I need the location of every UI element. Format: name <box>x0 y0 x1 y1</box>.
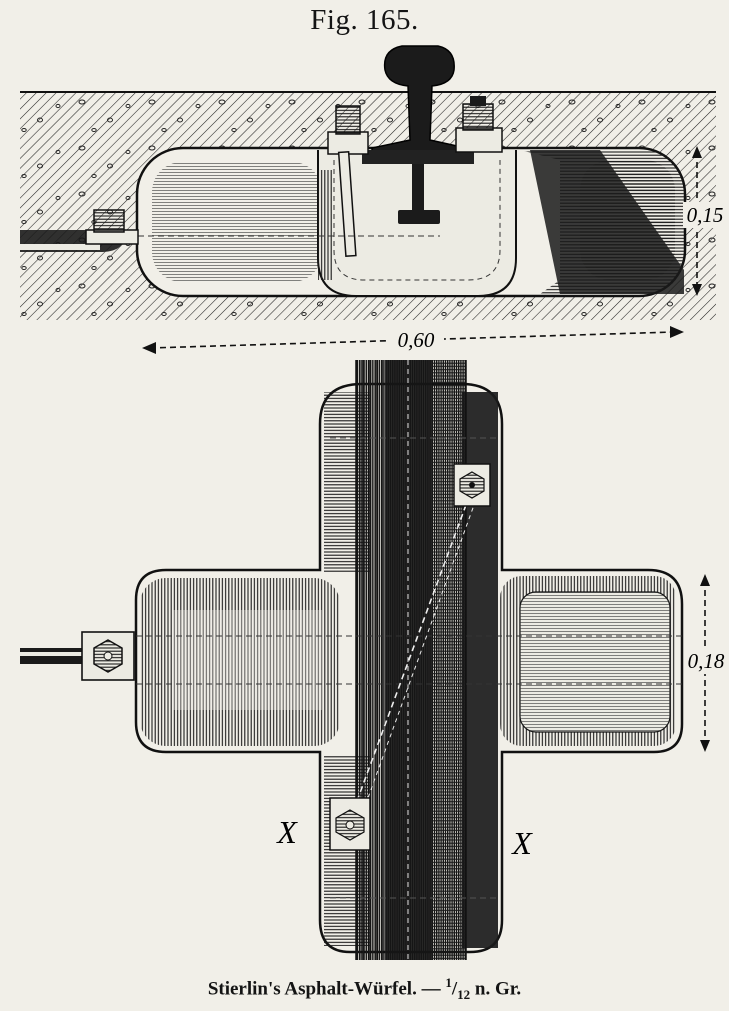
dim-height-arrow-up <box>692 146 702 158</box>
bolt-left-head <box>335 105 361 135</box>
dim-width-label-bg <box>684 648 728 674</box>
plan-tie-rod-highlight <box>20 652 82 656</box>
caption-scale-suffix: n. Gr. <box>470 978 522 1000</box>
dim-height-label-bg <box>683 202 727 228</box>
caption-main: Stierlin's Asphalt-Würfel. — <box>207 978 446 1000</box>
bolt-right-top <box>470 96 486 106</box>
right-arm-pad-shade <box>520 592 670 732</box>
dim-length-label-bg <box>388 327 444 351</box>
rail-profile <box>371 45 467 163</box>
cube-left-shading <box>152 162 322 282</box>
marker-x-right: X <box>510 825 533 861</box>
plan-tie-rod-nut-hole <box>103 651 113 661</box>
bolt-hole-lower <box>345 820 355 830</box>
cradle-inner-dashed <box>333 160 501 281</box>
dim-width-arrow-down <box>700 740 710 752</box>
bolt-left-shaft <box>337 150 357 258</box>
marker-x-left: X <box>275 814 298 850</box>
cube-end-shading <box>580 160 675 280</box>
dim-length-label: 0,60 <box>398 328 435 352</box>
left-arm-highlight <box>172 610 322 710</box>
diagonal-tie-2 <box>359 493 479 821</box>
dim-width-label: 0,18 <box>688 649 725 673</box>
caption-fraction-denominator: 12 <box>457 987 471 1003</box>
cradle-left-wall-shade <box>318 170 333 280</box>
section-view: 0,15 0,60 <box>20 45 727 354</box>
left-arm-shading <box>140 578 340 746</box>
dim-width-arrow-up <box>700 574 710 586</box>
figure-title: Fig. 165. <box>310 4 419 36</box>
tie-rod-nut <box>93 209 125 233</box>
plan-view: 0,18 X X <box>20 360 728 960</box>
anchor-bolt-shaft <box>412 164 424 216</box>
bolt-right-nut <box>455 127 503 153</box>
dim-height-arrow-down <box>692 284 702 296</box>
tie-rod-highlight <box>20 244 100 250</box>
anchor-bolt-foot <box>398 210 440 224</box>
dim-length-arrow-left <box>142 342 156 354</box>
bolt-hole-upper <box>469 482 475 488</box>
bolt-left-nut <box>327 131 369 155</box>
rail-foot-stripes <box>432 360 466 960</box>
caption-fraction-numerator: 1 <box>445 975 452 990</box>
dim-height-label: 0,15 <box>687 203 724 227</box>
dim-length-arrow-right <box>670 326 684 338</box>
diagonal-tie <box>349 493 471 821</box>
rail-base-plate <box>362 150 474 164</box>
bolt-right-head <box>462 103 494 131</box>
rail-band-light <box>356 360 386 960</box>
figure-caption: Stierlin's Asphalt-Würfel. — 1/12 n. Gr. <box>207 975 522 1003</box>
